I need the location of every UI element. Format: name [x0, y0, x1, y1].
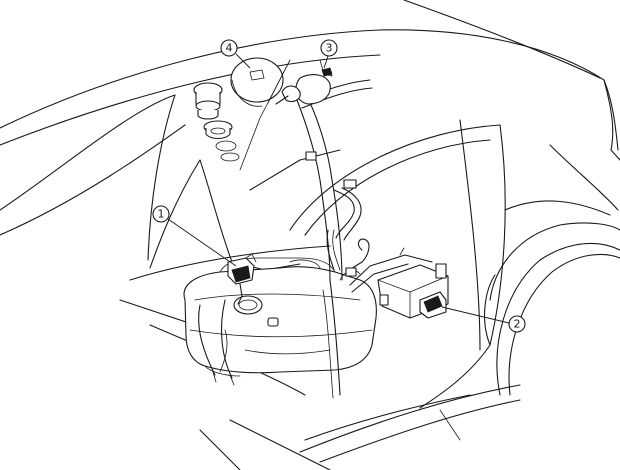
callout-3-circle [320, 39, 338, 57]
fuel-lines [219, 279, 341, 399]
fuel-cap-assembly [193, 57, 291, 171]
callout-3-label: 3 [326, 42, 333, 55]
callout-2-label: 2 [514, 318, 521, 331]
fuel-tank [183, 257, 377, 386]
callout-1: 1 [152, 205, 237, 267]
callout-2: 2 [441, 306, 526, 333]
callout-4-label: 4 [226, 42, 233, 55]
callout-4-circle [220, 39, 238, 57]
filler-pipe [275, 59, 373, 281]
callout-1-label: 1 [158, 208, 165, 221]
callout-4: 4 [220, 39, 251, 69]
callout-3: 3 [320, 39, 338, 69]
callout-2-circle [508, 315, 526, 333]
callout-1-circle [152, 205, 170, 223]
part-2-canister [339, 238, 449, 319]
